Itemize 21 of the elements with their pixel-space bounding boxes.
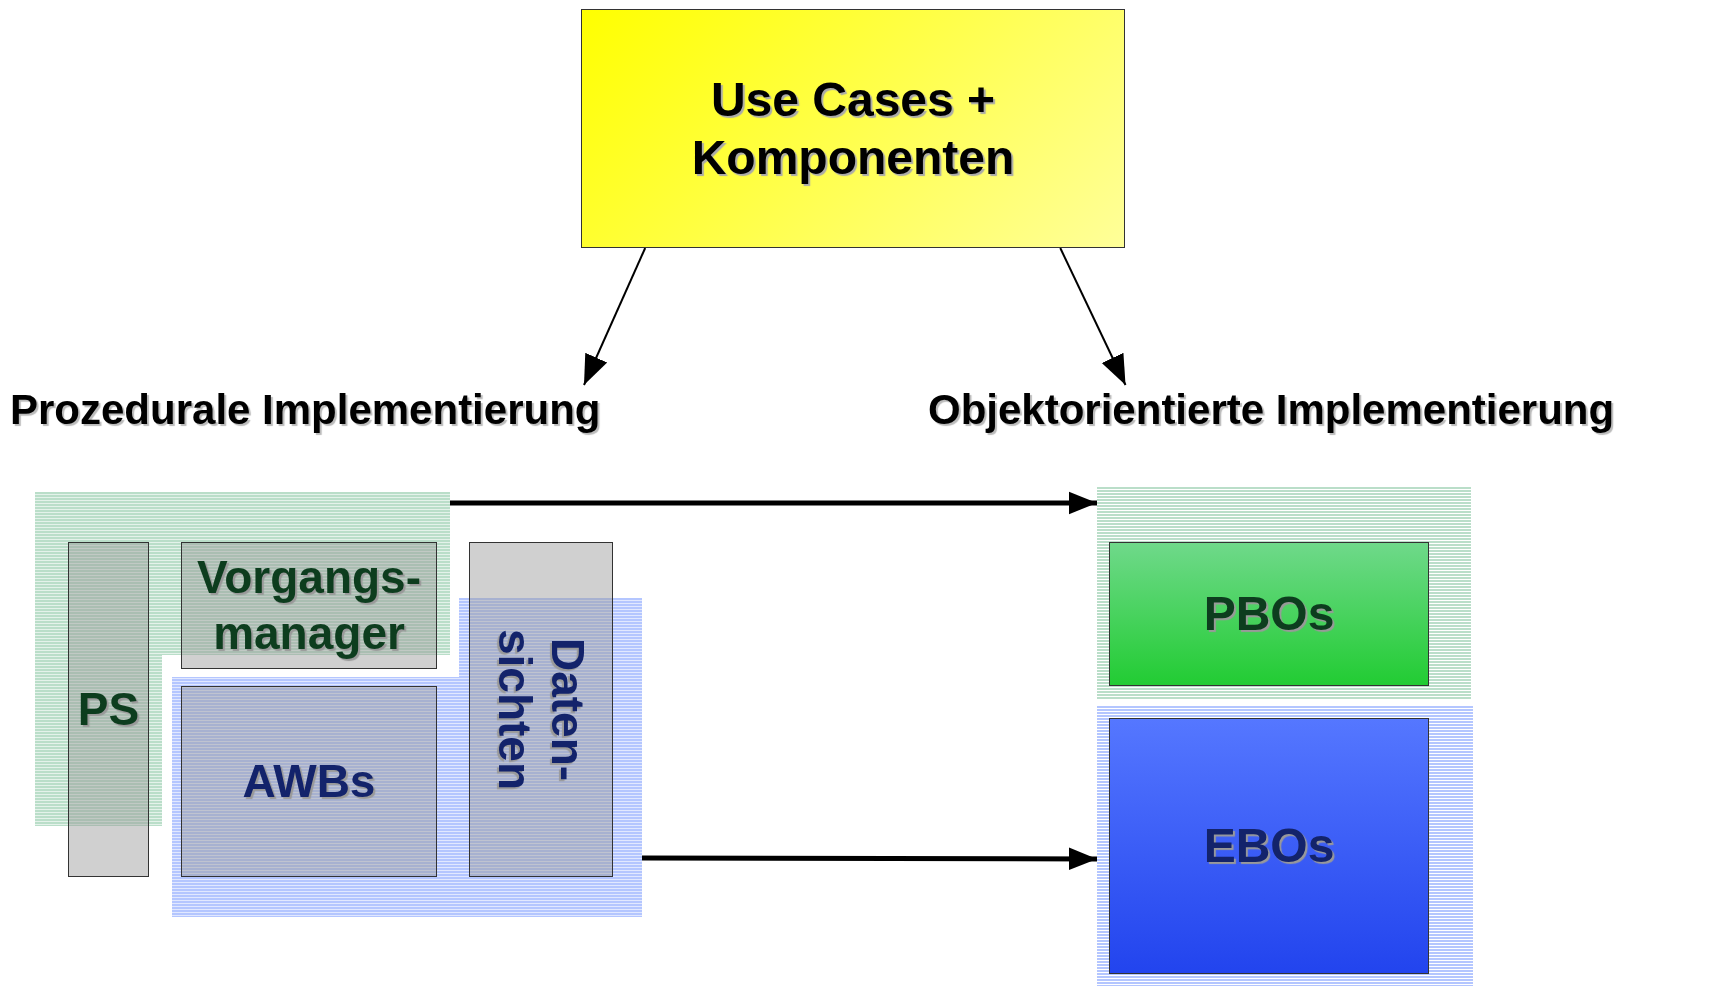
arrow xyxy=(642,847,1097,870)
arrow xyxy=(1059,247,1127,386)
arrow xyxy=(583,247,647,386)
box-label: AWBs xyxy=(242,753,376,809)
box-label: Prozedurale Implementierung xyxy=(10,384,601,435)
shaded-band xyxy=(1097,706,1473,986)
box-label: Vorgangs-manager xyxy=(195,550,423,661)
box-label: PS xyxy=(77,681,140,737)
box-label: Daten-sichten xyxy=(488,627,594,792)
component-box xyxy=(469,542,613,877)
component-box xyxy=(1109,718,1429,974)
arrow xyxy=(450,491,1097,515)
box-label: EBOs xyxy=(1203,818,1335,875)
component-box xyxy=(581,9,1125,248)
box-label: Objektorientierte Implementierung xyxy=(928,384,1615,435)
component-box xyxy=(68,542,149,877)
component-box xyxy=(181,686,437,877)
shaded-band xyxy=(1097,487,1471,700)
box-label: Use Cases + Komponenten xyxy=(690,71,1016,186)
component-box xyxy=(1109,542,1429,686)
box-label: PBOs xyxy=(1203,586,1335,643)
